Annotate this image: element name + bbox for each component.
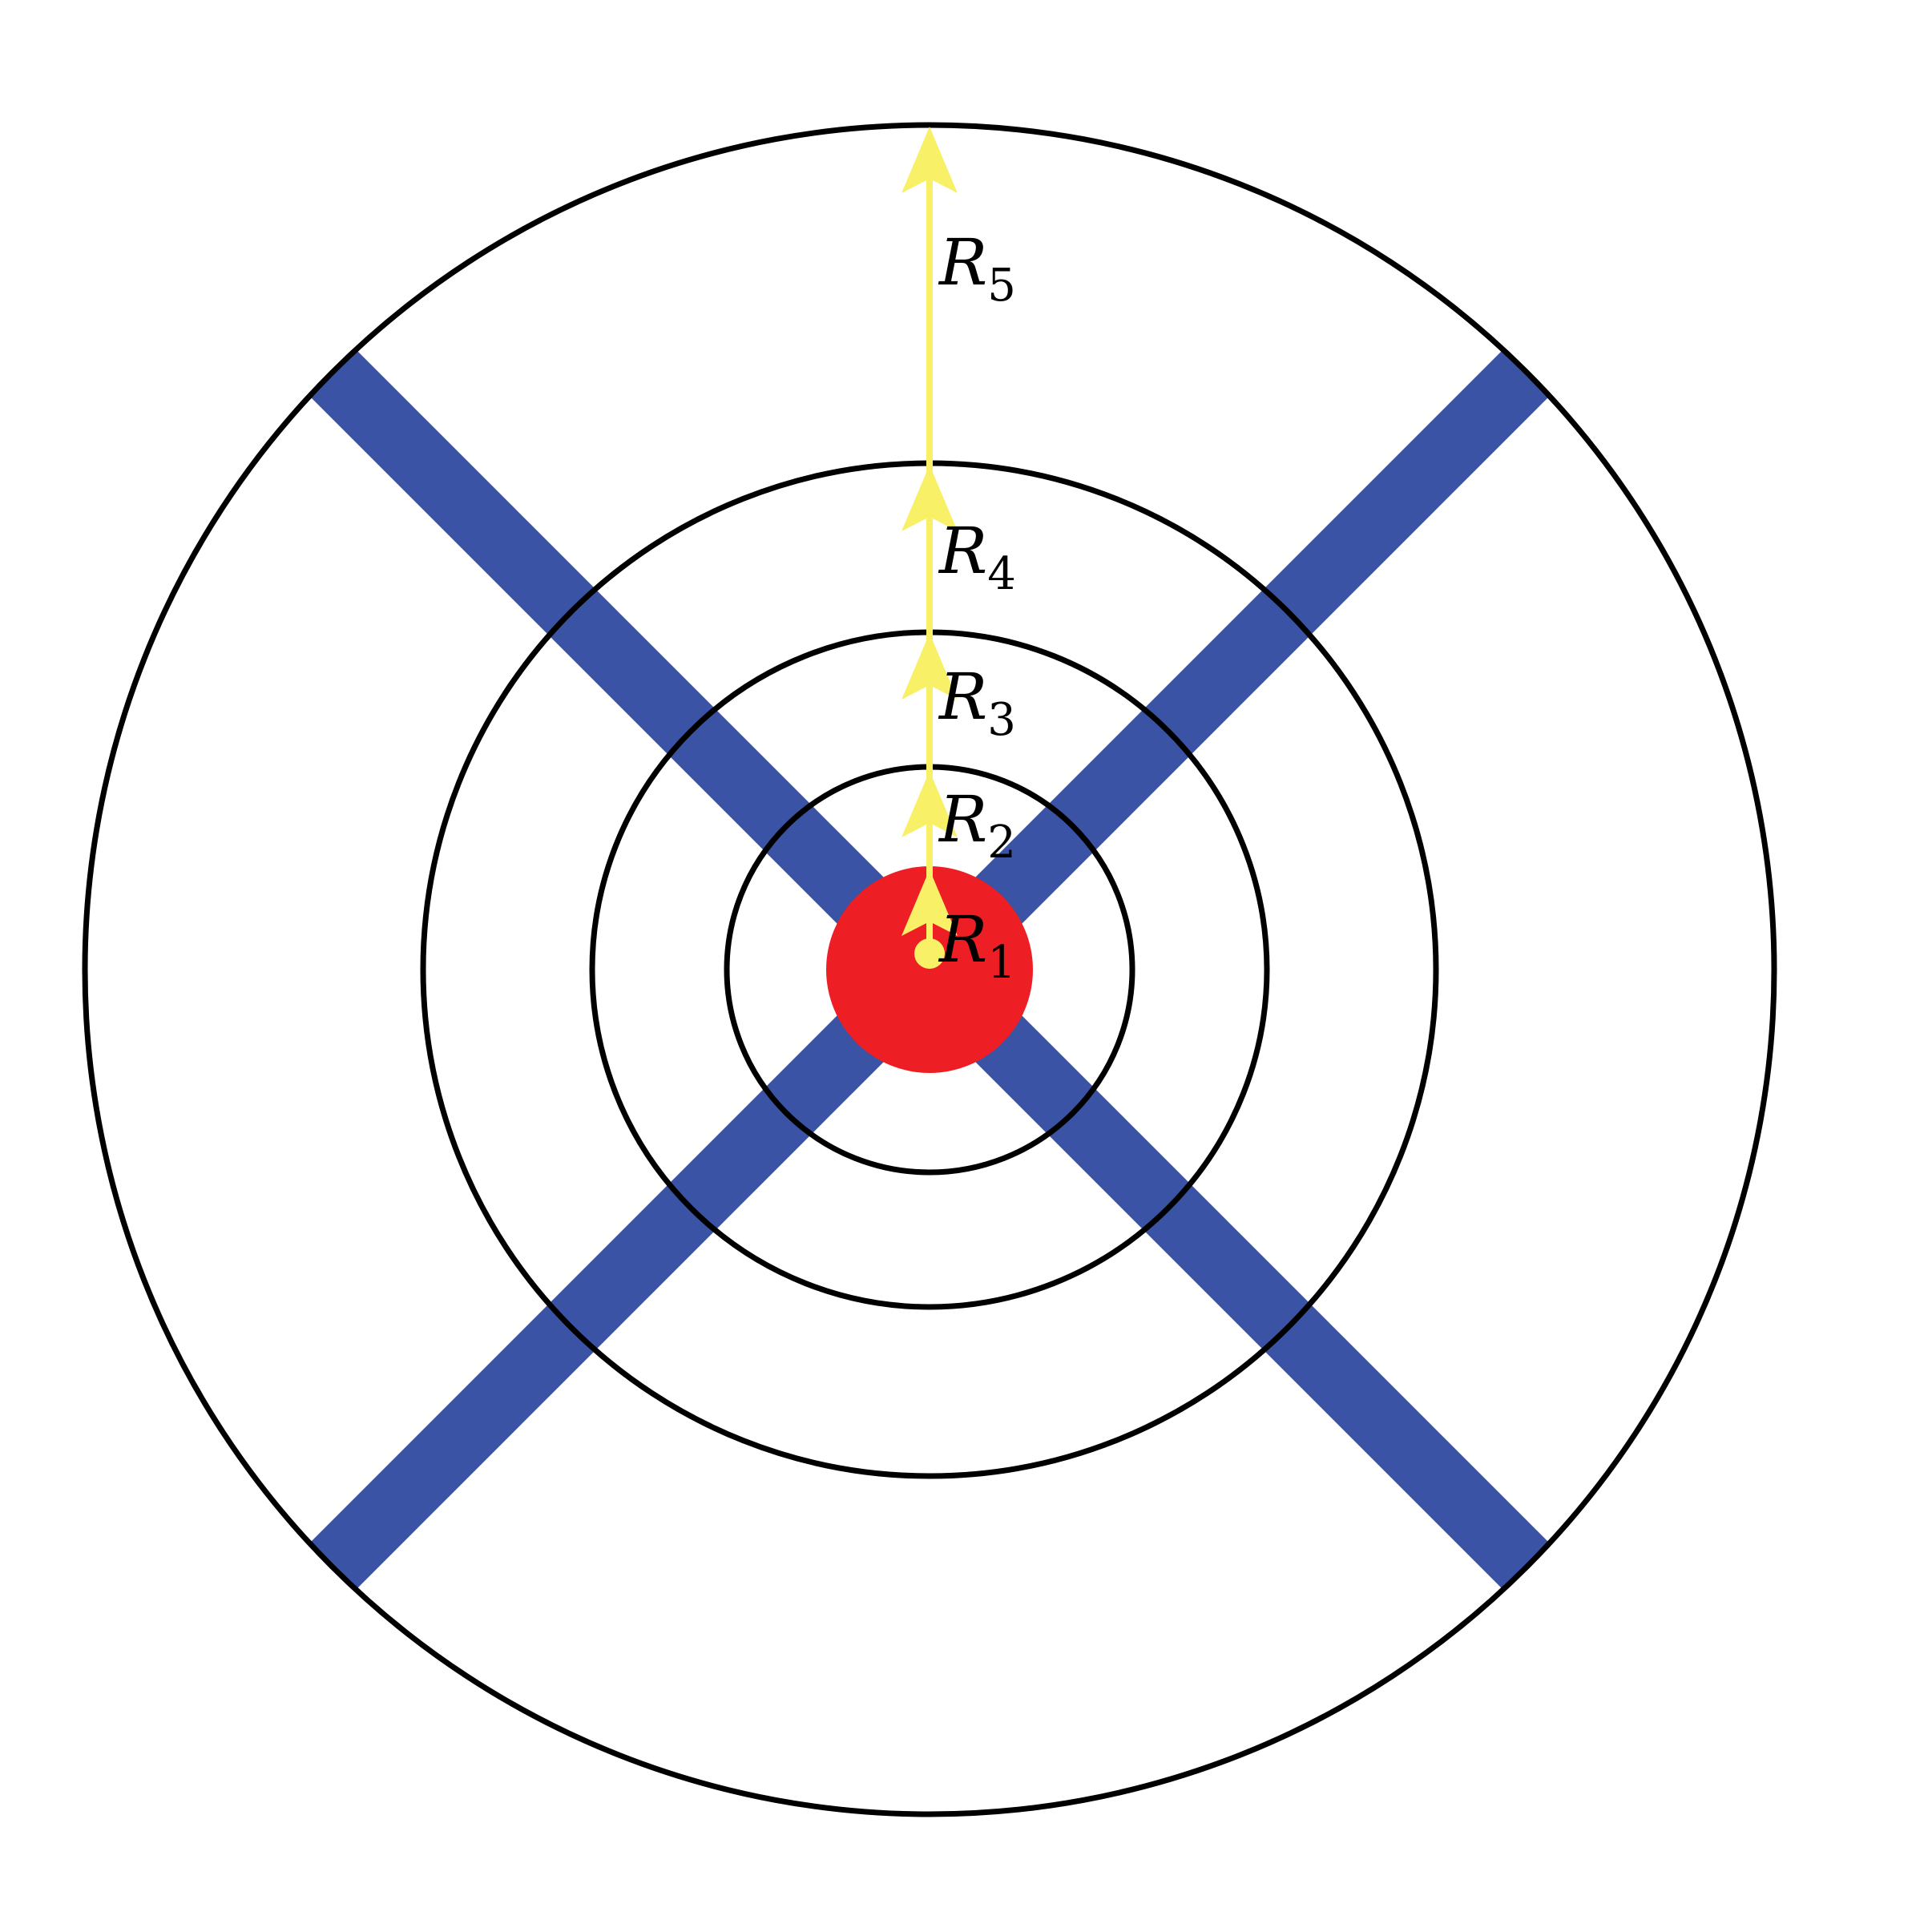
label-r1: R1 xyxy=(938,902,1016,989)
arrowhead-r4-icon xyxy=(901,465,958,531)
arrowhead-r5-icon xyxy=(901,127,958,193)
arrowhead-r3-icon xyxy=(901,633,958,700)
ring-5 xyxy=(82,122,1777,1817)
label-r2: R2 xyxy=(938,782,1016,869)
label-r5: R5 xyxy=(938,225,1016,312)
red-core-disc xyxy=(826,866,1033,1073)
label-r4: R4 xyxy=(938,514,1016,600)
label-r3: R3 xyxy=(938,659,1016,746)
origin-dot xyxy=(914,938,945,969)
arrowhead-r1-icon xyxy=(901,869,958,936)
arrowhead-r2-icon xyxy=(901,771,958,837)
